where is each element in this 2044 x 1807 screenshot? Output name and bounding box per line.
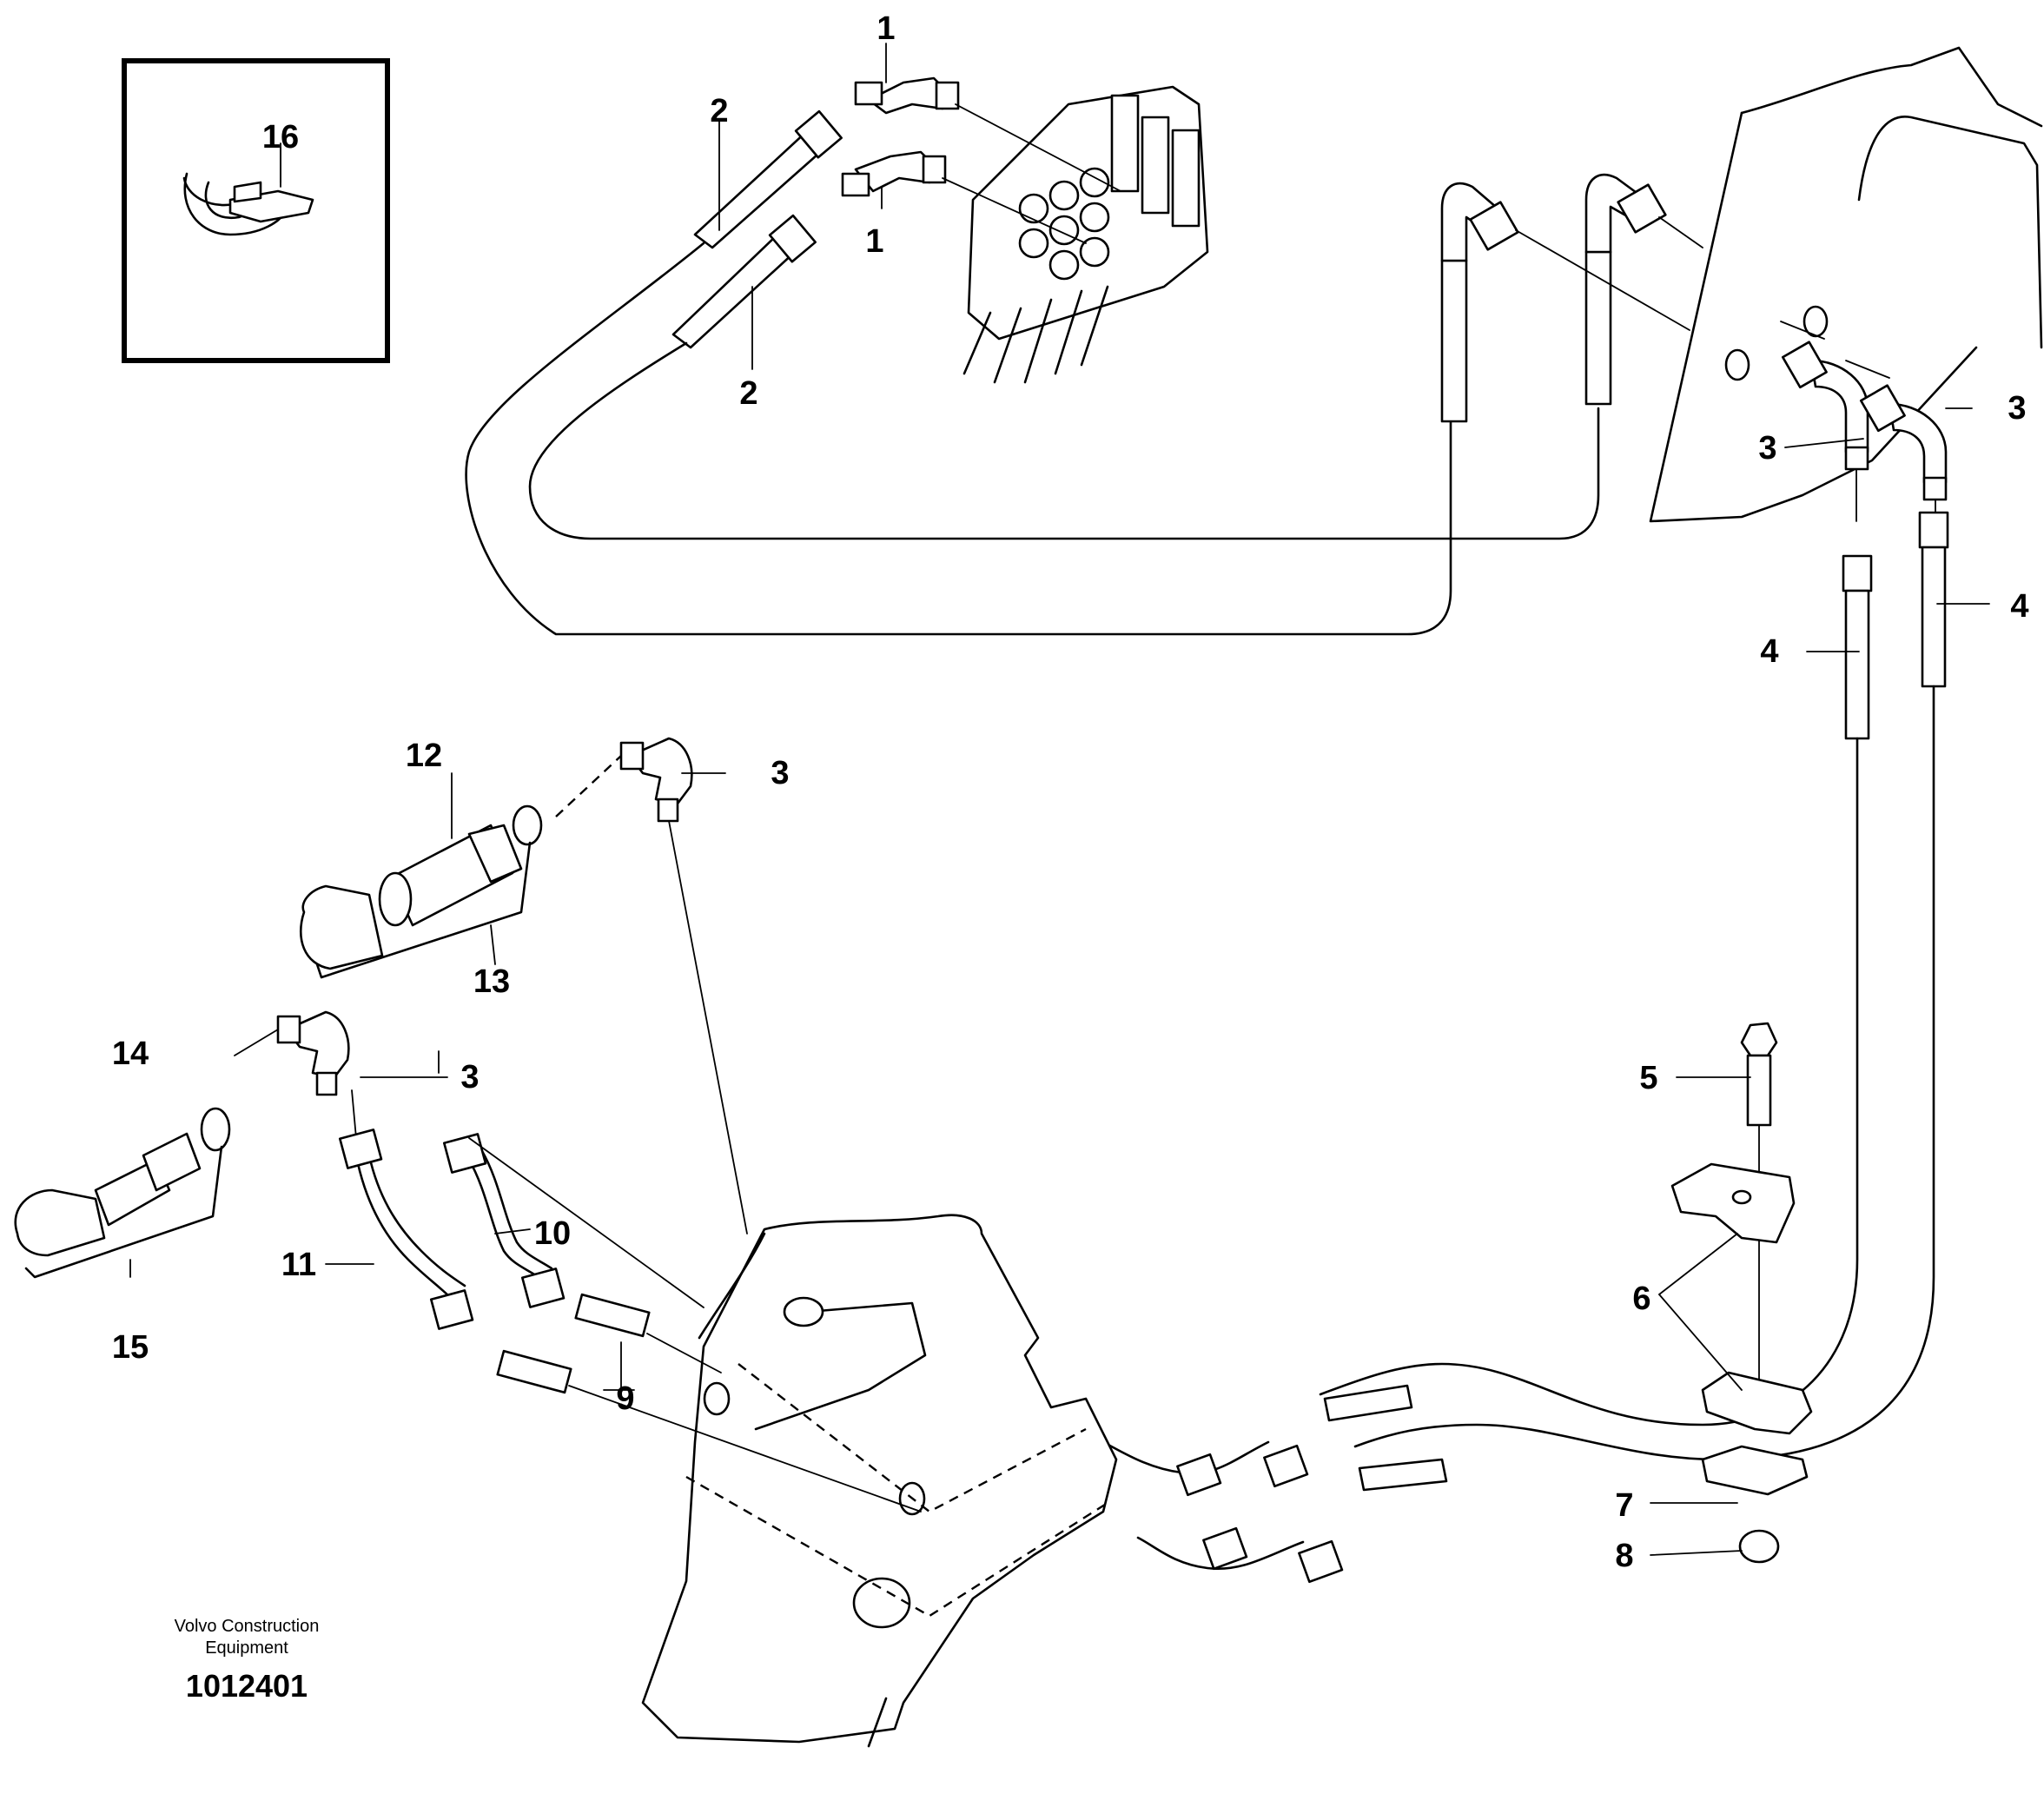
- callout-12: 12: [406, 738, 442, 774]
- callout-15: 15: [112, 1329, 149, 1366]
- callout-2-top: 2: [710, 93, 728, 129]
- control-valve: [962, 85, 1209, 384]
- right-fittings-3-4: [1319, 321, 1949, 1461]
- callout-10: 10: [534, 1215, 571, 1252]
- callout-11: 11: [281, 1247, 316, 1283]
- clamp-assembly: [1670, 1022, 1813, 1564]
- callout-labels: 1 1 2 2 3 3 3 3 4 4 5 6 7 8 9 10 11 12 1…: [112, 10, 2029, 1574]
- credit-line-2: Equipment: [205, 1638, 288, 1658]
- callout-13: 13: [473, 963, 510, 1000]
- callout-4-left: 4: [1760, 633, 1778, 670]
- callout-2-bottom: 2: [739, 375, 757, 412]
- callout-9: 9: [616, 1380, 634, 1417]
- callout-3-left: 3: [460, 1059, 479, 1095]
- coupler-14-15: [14, 1010, 357, 1279]
- callout-3-right-lower: 3: [1758, 430, 1776, 467]
- upper-hose-ends: [1440, 173, 1703, 423]
- credit-block: Volvo Construction Equipment 1012401: [175, 1617, 320, 1704]
- callout-8: 8: [1615, 1538, 1633, 1574]
- callout-7: 7: [1615, 1487, 1633, 1524]
- callout-16: 16: [262, 119, 299, 156]
- lower-hoses: [1101, 1384, 1448, 1584]
- credit-line-1: Volvo Construction: [175, 1617, 320, 1636]
- inset-clamp-detail: [122, 58, 390, 363]
- reference-number: 1012401: [186, 1668, 308, 1704]
- coupler-12-13: [300, 737, 748, 1234]
- callout-6: 6: [1632, 1281, 1650, 1317]
- callout-14: 14: [112, 1036, 149, 1072]
- hose-loops: [465, 242, 1600, 636]
- callout-1-bottom: 1: [865, 223, 883, 260]
- callout-1-top: 1: [876, 10, 895, 47]
- tubes-9-10-11: [338, 1129, 922, 1512]
- callout-4-right: 4: [2010, 588, 2028, 625]
- tubes-2: [671, 109, 843, 349]
- callout-3-right-upper: 3: [2008, 390, 2026, 427]
- elbow-fittings-1: [841, 76, 1121, 244]
- callout-5: 5: [1639, 1060, 1657, 1096]
- frame-plate: [1649, 46, 2043, 523]
- callout-3-middle: 3: [771, 755, 789, 791]
- housing-body: [641, 1214, 1118, 1748]
- leader-lines: [129, 43, 1990, 1556]
